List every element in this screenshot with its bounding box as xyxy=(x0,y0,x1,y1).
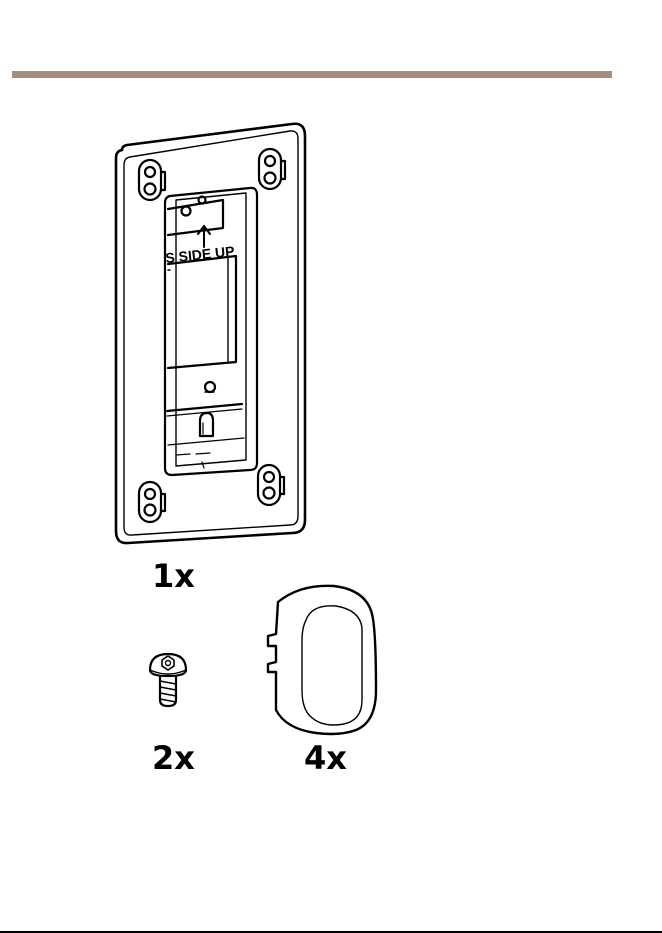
screw-quantity: 2x xyxy=(152,742,195,774)
cover-quantity: 4x xyxy=(304,742,347,774)
plate-sticker-text: S SIDE UP xyxy=(165,243,236,266)
screw-icon xyxy=(150,654,186,706)
screw-cover-icon xyxy=(268,586,376,734)
mounting-plate-icon xyxy=(116,124,305,543)
plate-quantity: 1x xyxy=(152,560,195,592)
